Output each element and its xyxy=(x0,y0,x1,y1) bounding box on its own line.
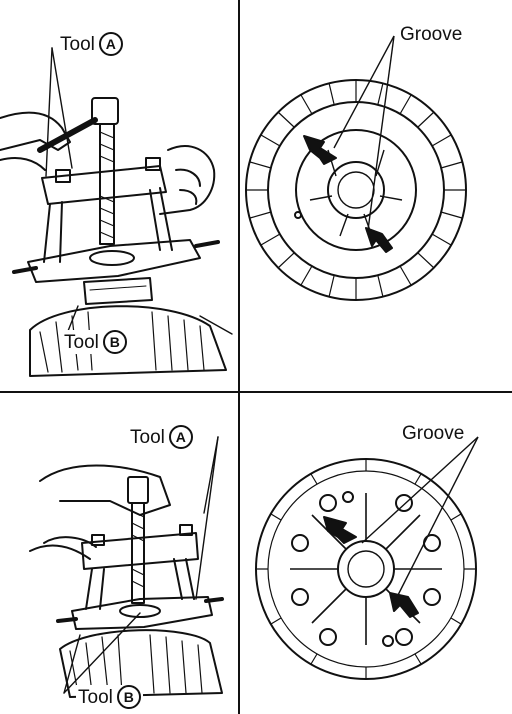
tool-a-text: Tool xyxy=(60,34,95,55)
tool-b-badge-2: B xyxy=(116,685,141,709)
tool-b-badge: B xyxy=(102,330,127,354)
groove-label-bottom: Groove xyxy=(400,423,467,445)
vertical-divider xyxy=(238,0,240,714)
panel-top-right-ring-gear: Groove xyxy=(240,0,512,392)
panel-bottom-right-gear: Groove xyxy=(240,393,512,714)
drive-gear-drawing xyxy=(255,436,479,680)
tool-a-badge-2: A xyxy=(168,425,193,449)
puller-drawing-2 xyxy=(29,436,224,698)
tool-b-text-2: Tool xyxy=(78,687,113,708)
tool-a-text-2: Tool xyxy=(130,427,165,448)
tool-a-badge: A xyxy=(98,32,123,56)
groove-label-top: Groove xyxy=(398,24,465,46)
horizontal-divider xyxy=(0,391,512,393)
ring-gear-drawing xyxy=(245,35,467,301)
tool-b-text: Tool xyxy=(64,332,99,353)
